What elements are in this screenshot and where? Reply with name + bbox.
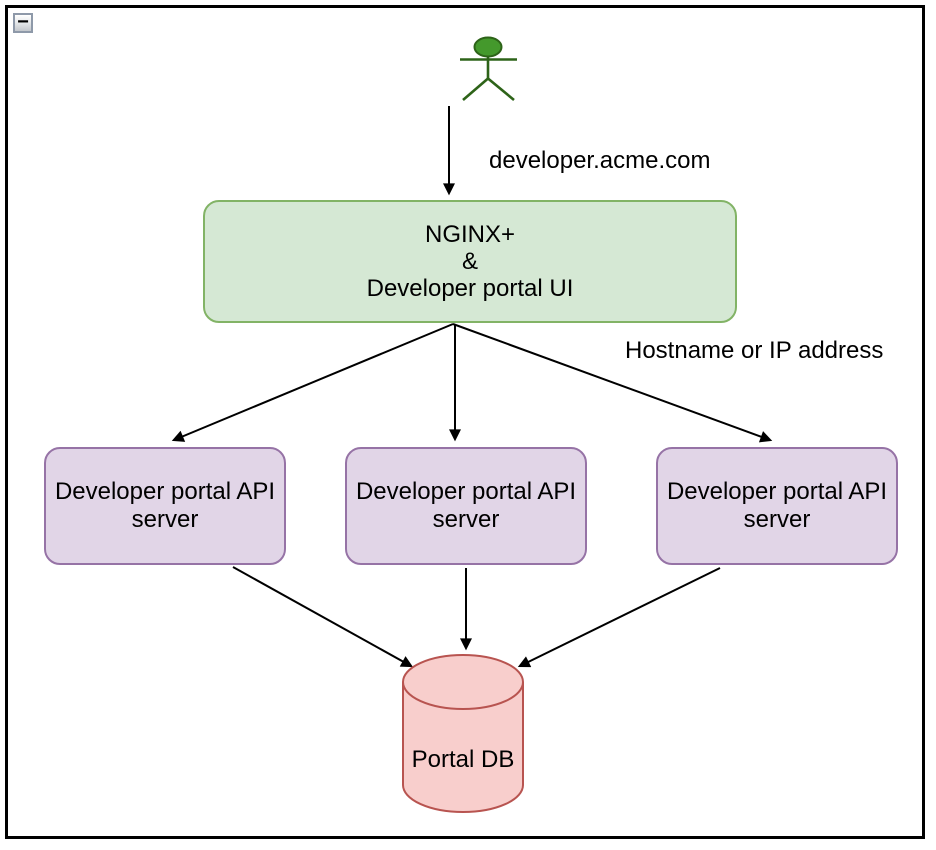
db-node-label: Portal DB: [411, 746, 515, 773]
node-api-server-1: Developer portal API server: [44, 447, 286, 565]
node-api-server-2: Developer portal API server: [345, 447, 587, 565]
arrow-nginx-to-api-server-1: [171, 323, 454, 442]
node-nginx-line-1: NGINX+: [424, 221, 516, 248]
node-api-server-3-label: Developer portal API server: [666, 478, 888, 533]
node-api-server-1-label: Developer portal API server: [54, 478, 276, 533]
user-actor-icon: [460, 36, 517, 102]
database-cylinder: [402, 654, 524, 813]
edge-label-hostname-ip: Hostname or IP address: [625, 337, 884, 364]
arrow-api-server-1-to-db: [232, 566, 414, 668]
edge-label-developer-domain: developer.acme.com: [489, 147, 711, 174]
node-nginx-portal-ui: NGINX+ & Developer portal UI: [203, 200, 737, 323]
arrow-api-server-3-to-db: [517, 567, 721, 668]
node-nginx-line-3: Developer portal UI: [366, 275, 574, 302]
minus-icon: −: [17, 11, 29, 33]
node-api-server-3: Developer portal API server: [656, 447, 898, 565]
collapse-toggle-button[interactable]: −: [13, 11, 33, 33]
node-nginx-line-2: &: [461, 248, 478, 275]
arrow-nginx-to-api-server-3: [452, 323, 773, 443]
node-api-server-2-label: Developer portal API server: [355, 478, 577, 533]
